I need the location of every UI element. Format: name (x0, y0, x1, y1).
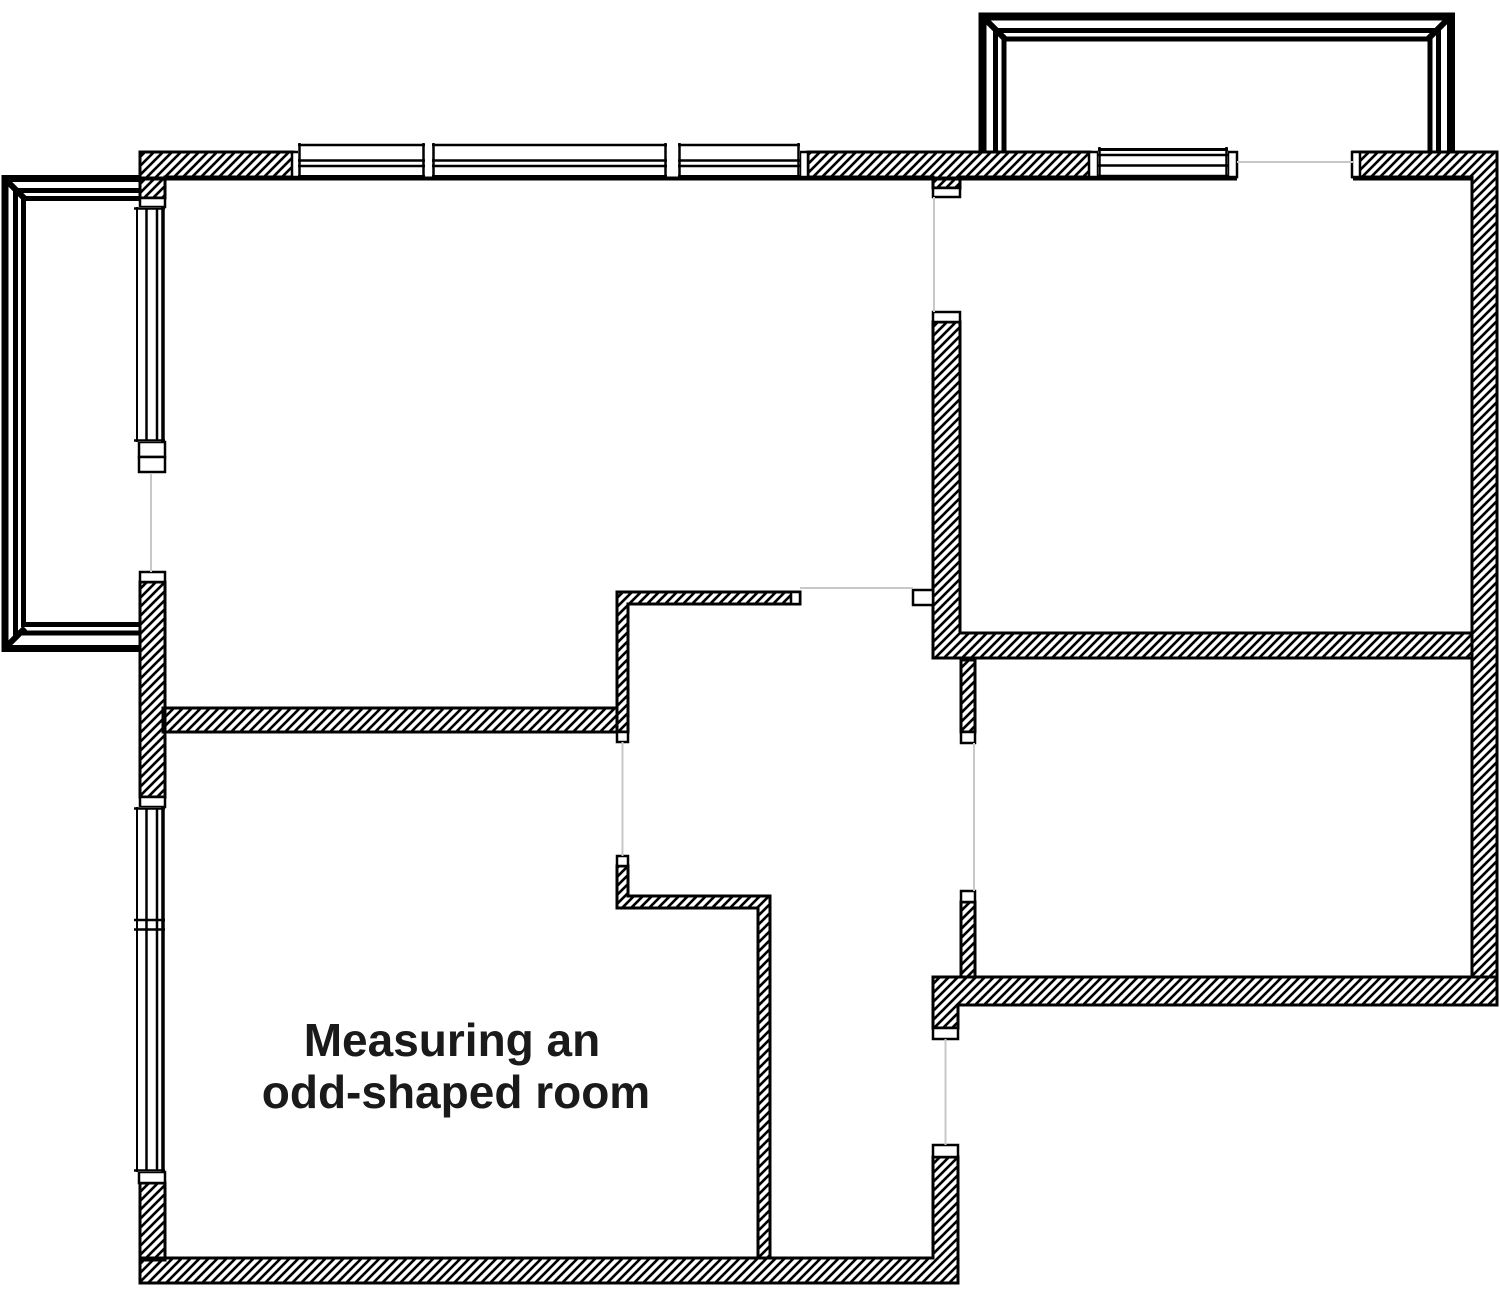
balcony-corner-miter (4, 178, 28, 202)
central-wall-and-divider (931, 320, 1474, 660)
window (1098, 147, 1228, 179)
room-label: Measuring an odd-shaped room (262, 1014, 650, 1118)
wall-end-cap (137, 1170, 167, 1185)
wall-bottom-right-room (931, 975, 1499, 1030)
wall-left-middle (138, 580, 167, 799)
odd-room-top-wall (161, 706, 619, 734)
top-right-balcony (978, 12, 1455, 152)
window (298, 143, 425, 180)
window (134, 207, 165, 442)
wall-end-cap (931, 1026, 960, 1041)
wall-end-cap (959, 889, 977, 904)
wall-end-cap (1087, 150, 1100, 179)
wall-end-caps (137, 150, 1362, 1185)
wall-bottom-and-entry (138, 1155, 960, 1285)
top-wall-windows (298, 143, 1228, 180)
wall-end-cap (1226, 150, 1239, 179)
balcony-corner-miter (1424, 17, 1450, 43)
wall-end-cap (615, 854, 630, 868)
balcony-corner-miter (983, 17, 1009, 43)
window (432, 143, 667, 180)
wall-end-cap (789, 590, 802, 606)
wall-end-cap (138, 795, 167, 809)
balcony-middle-rail (13, 188, 140, 636)
window (678, 143, 800, 180)
left-wall-windows (134, 207, 165, 1172)
wall-end-cap (931, 310, 962, 324)
wall-end-cap (959, 730, 977, 745)
br-room-left-stub-lower (959, 900, 977, 979)
door-openings (150, 161, 1353, 1145)
wall-left-bottom-corner (138, 1181, 167, 1262)
room-label-line1: Measuring an (304, 1014, 601, 1066)
odd-room-step-wall (615, 864, 772, 1260)
room-label-line2: odd-shaped room (262, 1066, 650, 1118)
wall-end-cap (138, 570, 167, 584)
wall-end-cap (798, 150, 810, 179)
balcony-corner-miter (4, 625, 28, 649)
wall-end-cap (1350, 150, 1362, 179)
balcony-inner-rail (21, 196, 140, 627)
window-sill-cap (137, 455, 167, 474)
wall-top-right-and-right (1351, 150, 1499, 979)
balcony-inner-rail (1001, 36, 1433, 152)
balcony-outer-rail (978, 12, 1455, 152)
balcony-middle-rail (993, 28, 1441, 152)
wall-end-cap (931, 1143, 960, 1159)
br-room-left-stub-upper (959, 658, 977, 734)
window (134, 807, 165, 1172)
wall-top-middle (806, 150, 1092, 190)
wall-top-left-corner (138, 150, 295, 200)
wall-end-cap (931, 186, 962, 199)
balcony-outer-rail (1, 175, 140, 652)
window-sill-cap (137, 440, 167, 459)
door-jamb-nib (911, 588, 935, 607)
left-balcony (1, 175, 140, 652)
odd-room-upper-thin-wall (615, 590, 802, 734)
wall-end-cap (615, 730, 630, 744)
wall-end-cap (138, 196, 167, 209)
